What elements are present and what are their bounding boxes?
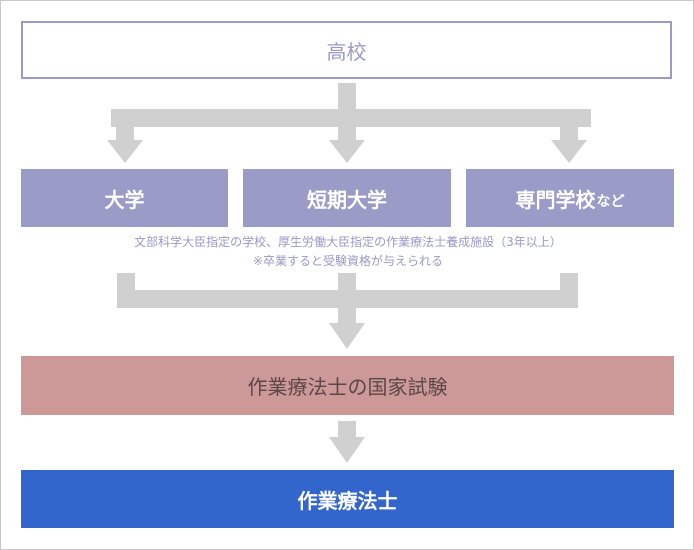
designation-note: 文部科学大臣指定の学校、厚生労働大臣指定の作業療法士養成施設（3年以上） bbox=[134, 235, 562, 249]
school-label-vocational: 専門学校 bbox=[515, 187, 596, 212]
arrow-to-junior-college bbox=[329, 140, 365, 163]
connector-stem-junior-college bbox=[338, 127, 356, 143]
arrow-to-result bbox=[329, 437, 365, 463]
school-box-university: 大学 bbox=[21, 169, 228, 227]
connector-stem-university bbox=[116, 127, 134, 143]
arrow-to-vocational bbox=[551, 140, 587, 163]
connector-top-stem bbox=[338, 83, 356, 109]
connector-stem-vocational bbox=[560, 127, 578, 143]
occupational-therapist-label: 作業療法士 bbox=[297, 488, 398, 513]
national-exam-box: 作業療法士の国家試験 bbox=[21, 356, 674, 415]
school-box-junior-college: 短期大学 bbox=[243, 169, 451, 227]
connector-bottom-stem bbox=[338, 308, 356, 326]
school-label-vocational-suffix: など bbox=[596, 193, 625, 210]
eligibility-note: ※卒業すると受験資格が与えられる bbox=[252, 254, 444, 268]
school-label-junior-college: 短期大学 bbox=[307, 187, 387, 212]
arrow-to-exam bbox=[329, 323, 365, 349]
connector-exam-stem bbox=[338, 421, 356, 439]
school-box-vocational: 専門学校など bbox=[466, 169, 674, 227]
national-exam-label: 作業療法士の国家試験 bbox=[247, 375, 448, 399]
school-label-university: 大学 bbox=[104, 187, 145, 212]
high-school-box: 高校 bbox=[21, 21, 672, 79]
high-school-label: 高校 bbox=[326, 39, 367, 64]
occupational-therapist-box: 作業療法士 bbox=[21, 470, 674, 528]
connector-bottom-bar bbox=[117, 290, 578, 308]
connector-top-bar bbox=[111, 109, 591, 127]
arrow-to-university bbox=[107, 140, 143, 163]
